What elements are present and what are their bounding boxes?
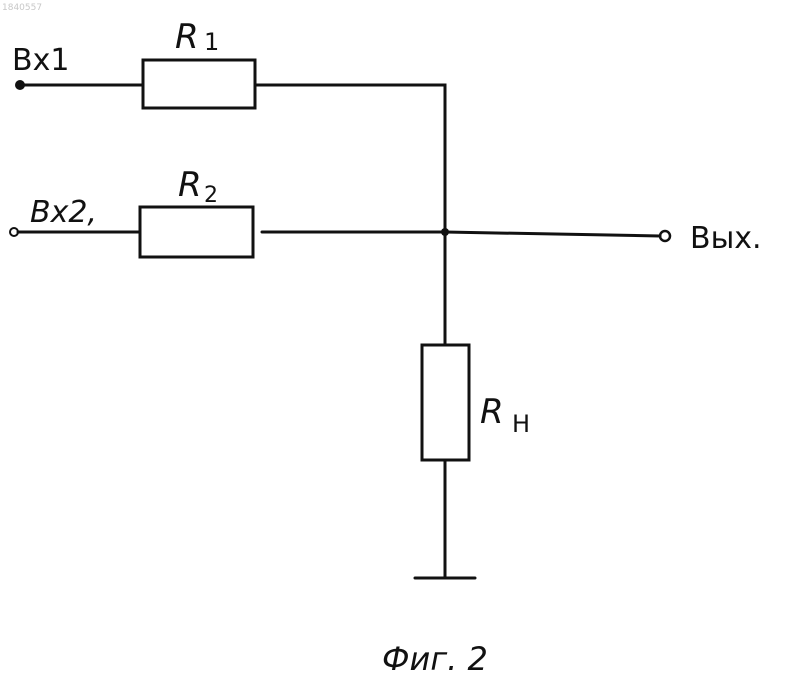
- output-wire: [445, 232, 660, 236]
- figure-caption: Фиг. 2: [382, 640, 488, 678]
- output-label: Вых.: [690, 221, 762, 256]
- r1-subscript: 1: [204, 28, 219, 56]
- rh-label: R: [480, 392, 504, 432]
- scan-id: 1840557: [2, 3, 42, 13]
- resistor-r1: [143, 60, 255, 108]
- r1-label: R: [175, 17, 199, 57]
- resistor-r2: [140, 207, 253, 257]
- input1-label: Bx1: [12, 43, 69, 78]
- resistor-rh: [422, 345, 469, 460]
- r2-label: R: [178, 165, 202, 205]
- input2-label: Bx2,: [30, 195, 97, 230]
- r2-subscript: 2: [204, 183, 218, 208]
- r1-to-node-wire: [255, 85, 445, 232]
- rh-subscript: Н: [512, 410, 530, 438]
